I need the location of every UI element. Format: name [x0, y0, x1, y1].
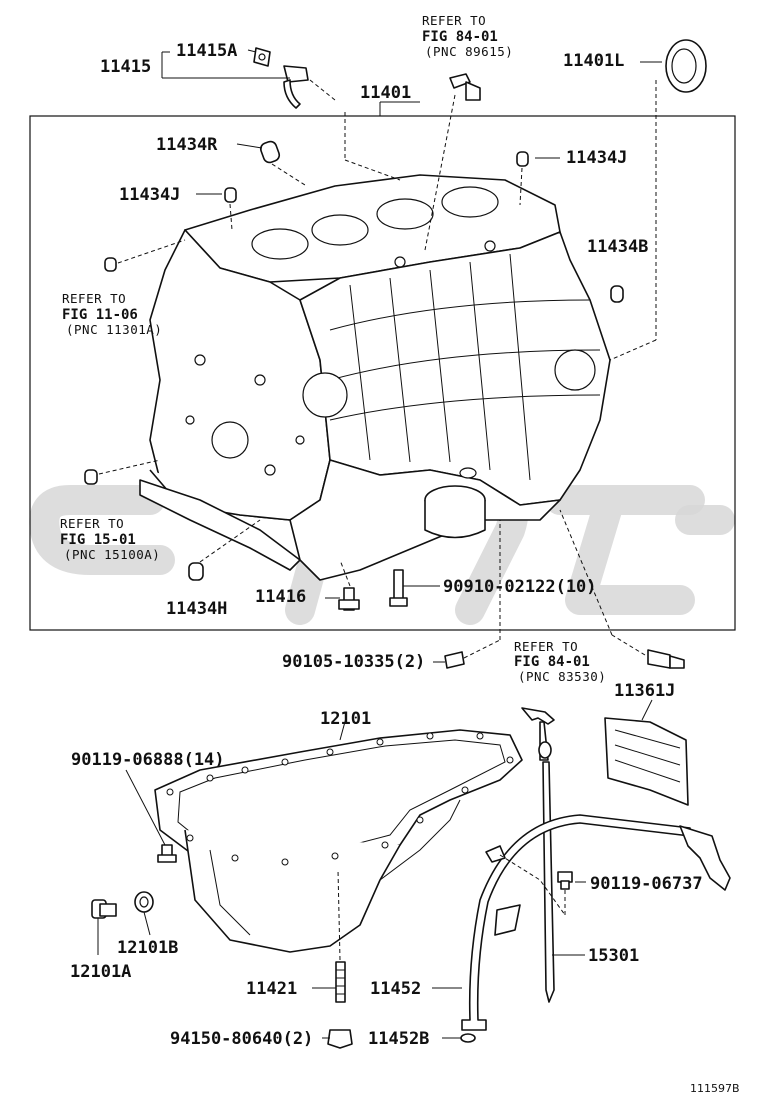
- label-94150: 94150-80640(2): [170, 1029, 313, 1049]
- cylinder-block-illustration: [139, 174, 611, 581]
- label-11415a: 11415A: [176, 41, 237, 61]
- dowel-11434j-left: [224, 187, 237, 231]
- svg-text:REFER TO: REFER TO: [514, 639, 578, 654]
- plug-90910: [389, 569, 408, 607]
- svg-text:(PNC 83530): (PNC 83530): [518, 669, 606, 684]
- sender-89615: [424, 73, 481, 251]
- pin-left1: [104, 239, 186, 272]
- dowel-11434r: [259, 140, 306, 186]
- label-11434j-top: 11434J: [566, 148, 627, 168]
- label-12101b: 12101B: [117, 938, 178, 958]
- guide-tube-11452: [461, 814, 731, 1031]
- pin-left2: [84, 459, 161, 485]
- label-11415: 11415: [100, 57, 151, 77]
- svg-text:FIG 11-06: FIG 11-06: [62, 307, 138, 323]
- dipstick-15301: [521, 707, 555, 1003]
- part-labels: 11415A 11415 11401 11401L 11434R 11434J …: [70, 41, 703, 1049]
- figure-code: 111597B: [690, 1082, 740, 1095]
- label-11434h: 11434H: [166, 599, 227, 619]
- label-90105: 90105-10335(2): [282, 652, 425, 672]
- label-11361j: 11361J: [614, 681, 675, 701]
- fitting-11415a: [253, 47, 271, 67]
- nut-94150: [327, 1029, 353, 1049]
- label-90910: 90910-02122(10): [443, 577, 597, 597]
- label-11434r: 11434R: [156, 135, 218, 155]
- seal-11401l: [609, 39, 707, 361]
- svg-text:REFER TO: REFER TO: [60, 516, 124, 531]
- svg-text:(PNC 11301A): (PNC 11301A): [66, 322, 162, 337]
- dowel-11434h: [188, 519, 261, 581]
- svg-text:FIG 84-01: FIG 84-01: [422, 29, 498, 45]
- ref-note-left1: REFER TO FIG 11-06 (PNC 11301A): [62, 291, 162, 337]
- ref-note-left2: REFER TO FIG 15-01 (PNC 15100A): [60, 516, 160, 562]
- sender-83530: [559, 509, 685, 669]
- dowel-11434b: [610, 285, 624, 303]
- label-12101: 12101: [320, 709, 371, 729]
- dowel-11434j-top: [516, 151, 529, 206]
- svg-text:(PNC 89615): (PNC 89615): [425, 44, 513, 59]
- label-11401l: 11401L: [563, 51, 624, 71]
- label-11452b: 11452B: [368, 1029, 429, 1049]
- svg-text:FIG 15-01: FIG 15-01: [60, 532, 136, 548]
- svg-text:REFER TO: REFER TO: [422, 13, 486, 28]
- oil-pan-12101: [154, 729, 523, 953]
- label-11416: 11416: [255, 587, 306, 607]
- label-90119-06737: 90119-06737: [590, 874, 703, 894]
- leader-lines: [97, 49, 662, 1039]
- o-ring-11452b: [460, 1033, 476, 1043]
- bolt-90119-06888: [157, 844, 177, 863]
- stud-11421: [335, 869, 346, 1003]
- pipe-11415: [283, 65, 336, 109]
- cover-11361j: [604, 717, 689, 806]
- plug-12101a: [91, 899, 117, 919]
- block-frame: [29, 115, 736, 631]
- bolt-90105: [444, 520, 501, 669]
- svg-text:(PNC 15100A): (PNC 15100A): [64, 547, 160, 562]
- label-11434b: 11434B: [587, 237, 648, 257]
- label-11452: 11452: [370, 979, 421, 999]
- bolt-11416: [338, 559, 360, 611]
- label-11421: 11421: [246, 979, 297, 999]
- label-11434j-left: 11434J: [119, 185, 180, 205]
- label-11401: 11401: [360, 83, 411, 103]
- svg-text:REFER TO: REFER TO: [62, 291, 126, 306]
- ref-note-top: REFER TO FIG 84-01 (PNC 89615): [422, 13, 513, 59]
- label-15301: 15301: [588, 946, 639, 966]
- gasket-12101b: [134, 891, 154, 913]
- label-12101a: 12101A: [70, 962, 131, 982]
- svg-text:FIG 84-01: FIG 84-01: [514, 654, 590, 670]
- ref-note-right: REFER TO FIG 84-01 (PNC 83530): [514, 639, 606, 684]
- bolt-90119-06737: [557, 871, 573, 915]
- label-90119-06888: 90119-06888(14): [71, 750, 225, 770]
